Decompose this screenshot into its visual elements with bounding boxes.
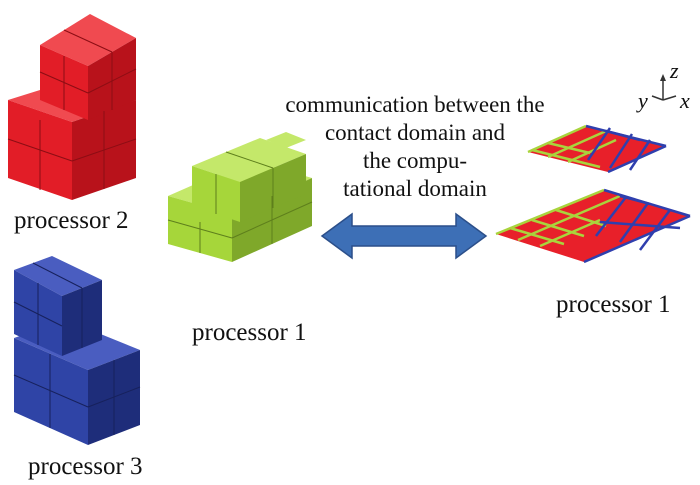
processor-1-right-label: processor 1 [556,291,671,318]
processor-3-label: processor 3 [28,453,143,480]
communication-caption-line-2: contact domain and [325,120,506,145]
processor-2-block [7,14,137,200]
processor-3-block [13,256,141,445]
communication-caption-line-1: communication between the [285,92,544,117]
processor-2-label: processor 2 [14,207,129,234]
communication-caption-line-4: tational domain [343,176,487,201]
processor-1-upper-grid [527,124,667,174]
axes-triad-icon [651,74,677,101]
double-arrow-icon [320,212,488,260]
processor-1-block [167,132,313,262]
axis-label-x: x [679,88,690,113]
axis-label-z: z [669,58,679,83]
axis-label-y: y [636,88,648,113]
processor-1-lower-grid [495,188,691,264]
communication-caption-line-3: the compu- [363,148,467,173]
processor-1-center-label: processor 1 [192,319,307,346]
